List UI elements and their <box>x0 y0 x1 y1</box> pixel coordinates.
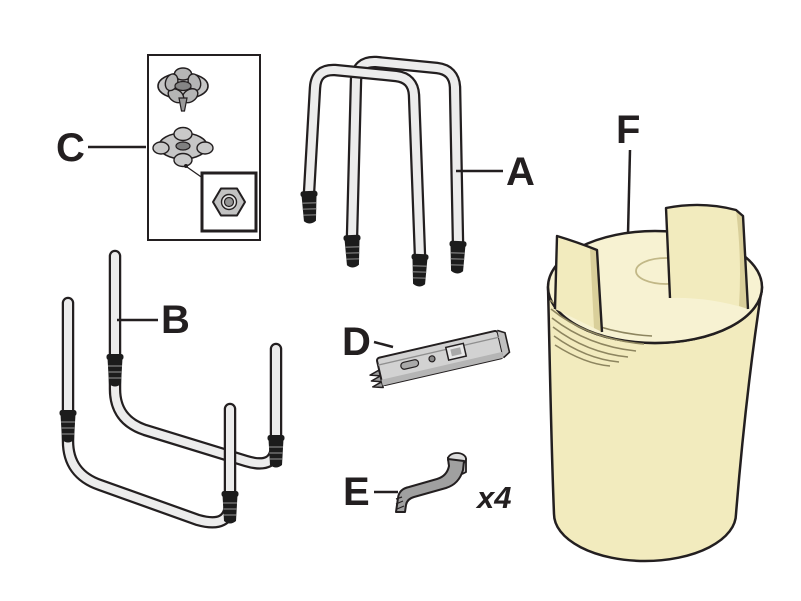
part-e-quantity: x4 <box>477 480 512 515</box>
part-b-back-foot <box>266 434 286 469</box>
bracket-clip-slot <box>450 347 462 357</box>
shade-right-flap-edge <box>736 210 748 309</box>
part-a-u-frames <box>299 55 468 288</box>
corner-foot-ribs <box>395 496 405 510</box>
part-b-front-foot <box>220 490 240 525</box>
corner-foot-arm <box>395 458 465 513</box>
part-c-hardware-box <box>147 54 261 241</box>
star-knob-stem <box>178 97 188 112</box>
bracket-bottom-shade <box>381 351 504 386</box>
part-label-f: F <box>616 108 641 152</box>
bracket-top-edge <box>377 336 499 366</box>
part-b-back-tube-outline <box>108 249 283 470</box>
bracket-end-cap <box>497 329 511 359</box>
part-b-back-coupling <box>105 353 125 388</box>
part-b-front-tube <box>64 299 234 527</box>
part-b-base-frame <box>58 249 286 529</box>
part-a-front-tube-outline <box>302 63 427 263</box>
part-label-b: B <box>161 298 190 342</box>
shade-left-flap-edge <box>590 249 602 332</box>
label-f-leader-line <box>626 149 632 235</box>
leader-lines <box>88 145 632 494</box>
part-e-corner-foot <box>395 452 467 513</box>
part-label-c: C <box>56 126 85 170</box>
shade-left-flap <box>555 236 602 332</box>
part-a-foot-4 <box>447 240 468 275</box>
part-label-a: A <box>506 150 535 194</box>
part-label-e: E <box>343 470 370 514</box>
part-b-front-tube-outline <box>61 296 237 529</box>
part-label-d: D <box>342 320 371 364</box>
part-a-back-tube-outline <box>345 55 465 250</box>
bracket-hole <box>428 355 436 363</box>
part-a-front-tube <box>305 65 424 260</box>
part-d-mounting-bracket <box>369 329 511 389</box>
label-d-leader-line <box>373 340 394 349</box>
part-a-back-tube <box>348 57 462 247</box>
part-c-lock-nut <box>212 187 246 217</box>
shade-right-flap <box>666 204 748 309</box>
part-f-fabric-shade <box>546 203 764 563</box>
shade-right-flap-outline <box>664 203 750 310</box>
bracket-slot <box>400 359 420 370</box>
part-a-foot-1 <box>299 190 320 225</box>
part-b-front-coupling <box>58 409 78 444</box>
part-a-foot-2 <box>342 234 363 269</box>
part-c-clover-knob <box>152 126 214 168</box>
part-c-star-knob <box>157 67 209 112</box>
part-a-foot-3 <box>409 253 430 288</box>
shade-left-flap-outline <box>553 234 604 333</box>
